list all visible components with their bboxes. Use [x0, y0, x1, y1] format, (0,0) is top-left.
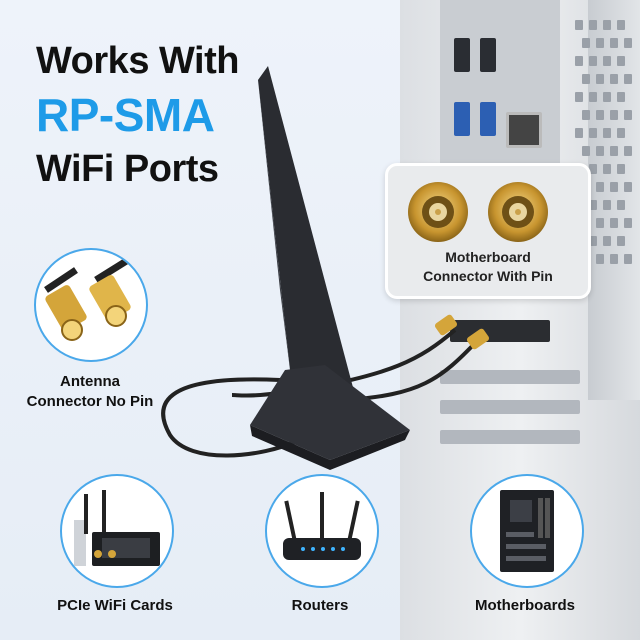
usb-port	[454, 38, 470, 72]
vent-hole	[617, 56, 625, 66]
pcie-card-circle	[60, 474, 174, 588]
vent-hole	[610, 110, 618, 120]
vent-hole	[589, 236, 597, 246]
vent-hole	[582, 146, 590, 156]
vent-hole	[610, 146, 618, 156]
motherboards-label: Motherboards	[474, 597, 575, 614]
vent-hole	[624, 74, 632, 84]
vent-hole	[603, 56, 611, 66]
vent-hole	[617, 164, 625, 174]
antenna-connector-circle	[34, 248, 148, 362]
vent-hole	[582, 74, 590, 84]
vent-hole	[603, 20, 611, 30]
gold-connector	[466, 328, 490, 350]
antenna-base	[250, 365, 410, 460]
vent-hole	[610, 182, 618, 192]
vent-hole	[589, 128, 597, 138]
vent-hole	[575, 128, 583, 138]
motherboard-icon	[500, 490, 554, 572]
motherboard-circle	[470, 474, 584, 588]
vent-hole	[603, 236, 611, 246]
cable	[161, 377, 301, 458]
expansion-slot	[440, 370, 580, 384]
vent-hole	[603, 200, 611, 210]
pcie-wifi-card-icon	[74, 490, 160, 566]
vent-hole	[589, 20, 597, 30]
vent-hole	[596, 74, 604, 84]
usb-port	[480, 38, 496, 72]
usb-port	[454, 102, 470, 136]
headline: Works With RP-SMA WiFi Ports	[36, 34, 239, 196]
expansion-slot	[440, 400, 580, 414]
router-circle	[265, 474, 379, 588]
vent-hole	[610, 218, 618, 228]
gold-connector	[434, 314, 458, 336]
vent-hole	[589, 200, 597, 210]
vent-hole	[617, 92, 625, 102]
vent-hole	[617, 200, 625, 210]
routers-label: Routers	[291, 597, 349, 614]
vent-hole	[603, 128, 611, 138]
vent-hole	[575, 56, 583, 66]
pcie-cards-label: PCIe WiFi Cards	[57, 597, 173, 614]
vent-hole	[596, 218, 604, 228]
antenna-connector-label: Antenna Connector No Pin	[26, 373, 154, 410]
vent-hole	[624, 254, 632, 264]
vent-hole	[610, 38, 618, 48]
headline-line-1: Works With	[36, 40, 239, 82]
vent-hole	[582, 110, 590, 120]
vent-hole	[603, 164, 611, 174]
vent-hole	[624, 38, 632, 48]
usb-port	[480, 102, 496, 136]
expansion-slot	[440, 430, 580, 444]
vent-hole	[575, 92, 583, 102]
callout-label: Motherboard Connector With Pin	[423, 249, 553, 284]
headline-line-3: WiFi Ports	[36, 148, 219, 190]
vent-hole	[624, 110, 632, 120]
vent-hole	[617, 236, 625, 246]
vent-hole	[617, 128, 625, 138]
rp-sma-female-icon	[408, 182, 548, 242]
headline-accent: RP-SMA	[36, 89, 215, 141]
cable	[344, 338, 480, 402]
vent-hole	[624, 218, 632, 228]
vent-hole	[624, 146, 632, 156]
vent-hole	[589, 164, 597, 174]
vent-hole	[603, 92, 611, 102]
vent-hole	[596, 146, 604, 156]
vent-hole	[596, 254, 604, 264]
antenna-fin	[258, 66, 355, 395]
vent-hole	[596, 38, 604, 48]
vent-hole	[610, 74, 618, 84]
vent-hole	[589, 92, 597, 102]
antenna-base-edge	[250, 425, 410, 470]
vent-hole	[624, 182, 632, 192]
vent-hole	[575, 20, 583, 30]
vent-hole	[582, 38, 590, 48]
motherboard-connector-callout: Motherboard Connector With Pin	[385, 163, 591, 299]
vent-hole	[589, 56, 597, 66]
vent-hole	[596, 182, 604, 192]
antenna-fin-face	[258, 80, 290, 370]
vent-hole	[617, 20, 625, 30]
router-icon	[283, 492, 361, 560]
vent-hole	[596, 110, 604, 120]
ethernet-port	[506, 112, 542, 148]
rp-sma-male-icon	[44, 252, 138, 341]
vent-hole	[610, 254, 618, 264]
